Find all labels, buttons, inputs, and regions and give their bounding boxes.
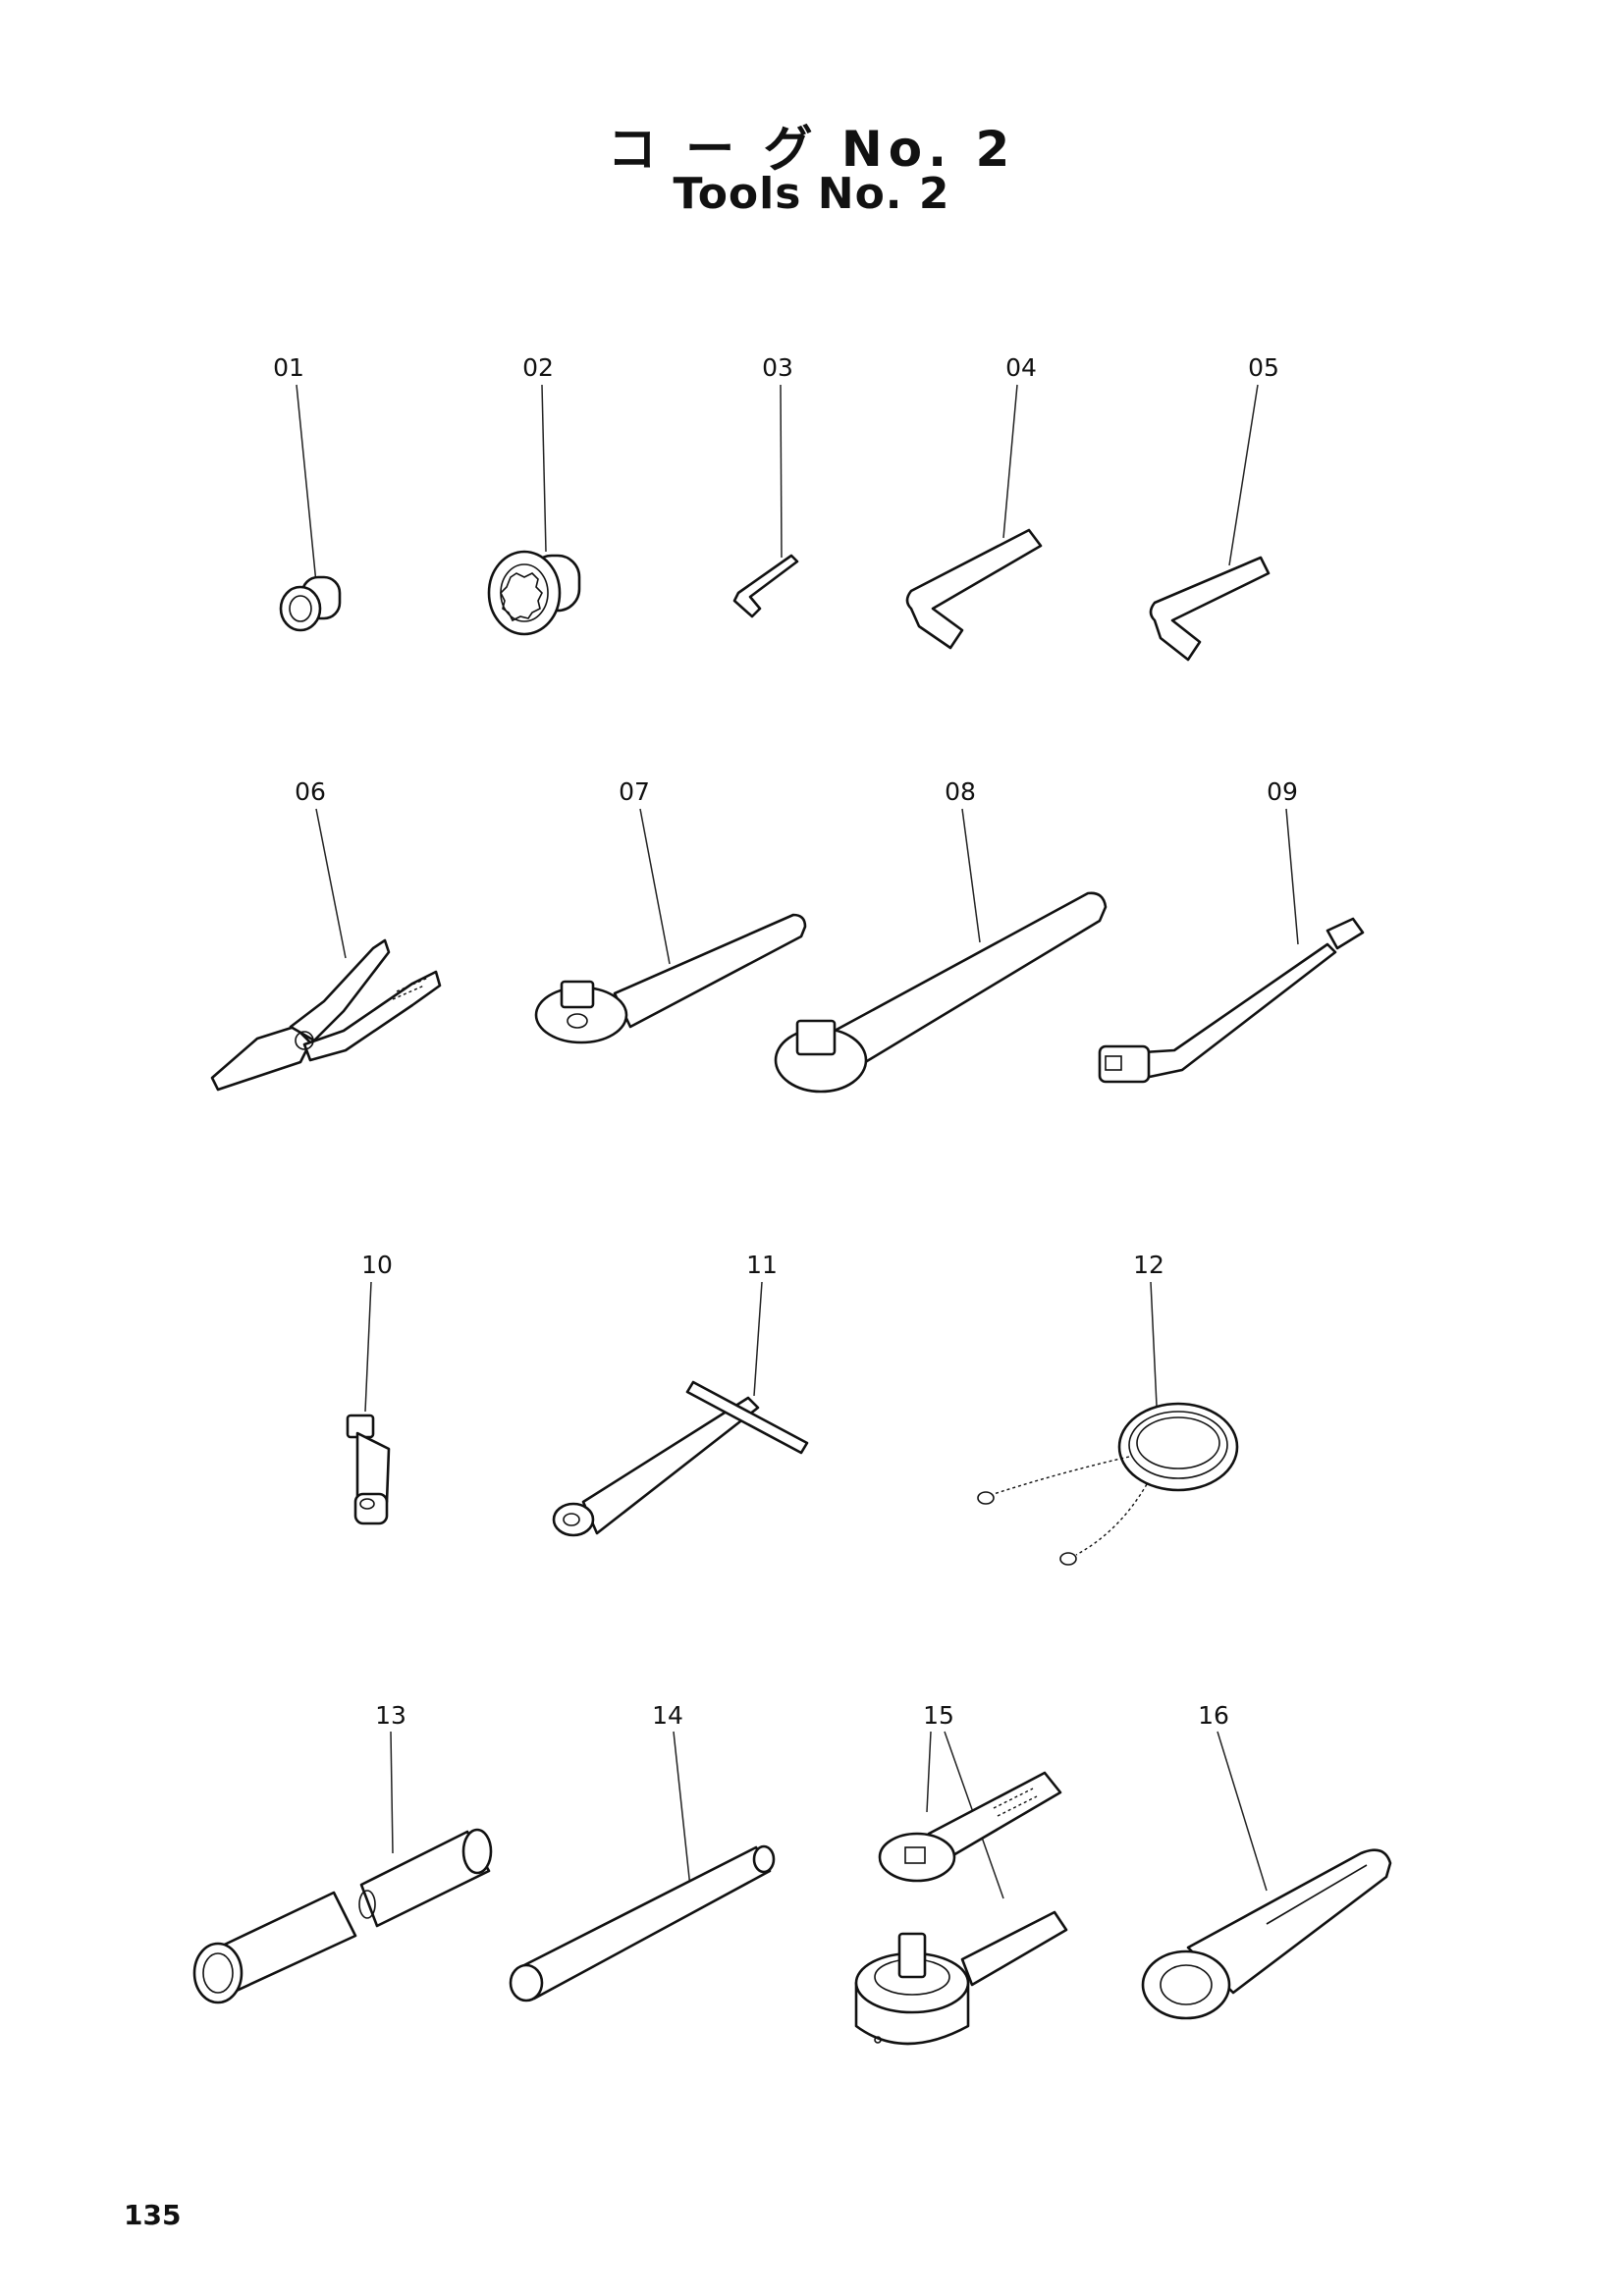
tool-03-small-hex-key xyxy=(732,554,799,618)
callout-09: 09 xyxy=(1267,777,1298,806)
tool-10-universal-joint xyxy=(346,1414,391,1525)
callout-11: 11 xyxy=(746,1251,778,1279)
callout-01: 01 xyxy=(273,353,304,382)
tool-07-ratchet-handle xyxy=(534,913,807,1044)
callout-15: 15 xyxy=(923,1701,954,1730)
tool-01-small-socket xyxy=(279,575,342,632)
leader-lines xyxy=(296,384,1299,1899)
tool-05-hex-key xyxy=(1149,556,1271,662)
tool-02-large-socket xyxy=(487,550,581,636)
page-number: 135 xyxy=(124,2199,182,2231)
callout-14: 14 xyxy=(652,1701,683,1730)
title-english: Tools No. 2 xyxy=(673,169,950,219)
tool-13-pipe-set xyxy=(192,1828,493,2004)
callout-06: 06 xyxy=(295,777,326,806)
callout-08: 08 xyxy=(945,777,976,806)
callout-05: 05 xyxy=(1248,353,1279,382)
title-japanese: コ ー グ No. 2 xyxy=(607,121,1016,178)
callout-04: 04 xyxy=(1005,353,1037,382)
callout-13: 13 xyxy=(375,1701,406,1730)
tool-11-t-handle-wrench xyxy=(552,1380,809,1537)
callout-12: 12 xyxy=(1133,1251,1164,1279)
tool-14-pipe-bar xyxy=(509,1844,776,2002)
tool-04-hex-key xyxy=(905,528,1043,650)
callout-03: 03 xyxy=(762,353,793,382)
tool-15-torque-wrench-set xyxy=(854,1771,1068,2046)
callout-16: 16 xyxy=(1198,1701,1229,1730)
tool-12-wire-coil xyxy=(977,1402,1239,1566)
tool-16-ring-spanner xyxy=(1141,1848,1392,2020)
tool-08-large-ratchet-handle xyxy=(774,891,1108,1094)
callout-07: 07 xyxy=(619,777,650,806)
callout-02: 02 xyxy=(522,353,554,382)
tool-09-extension-bar xyxy=(1098,917,1365,1084)
callout-10: 10 xyxy=(361,1251,393,1279)
tool-06-pliers xyxy=(210,938,442,1092)
